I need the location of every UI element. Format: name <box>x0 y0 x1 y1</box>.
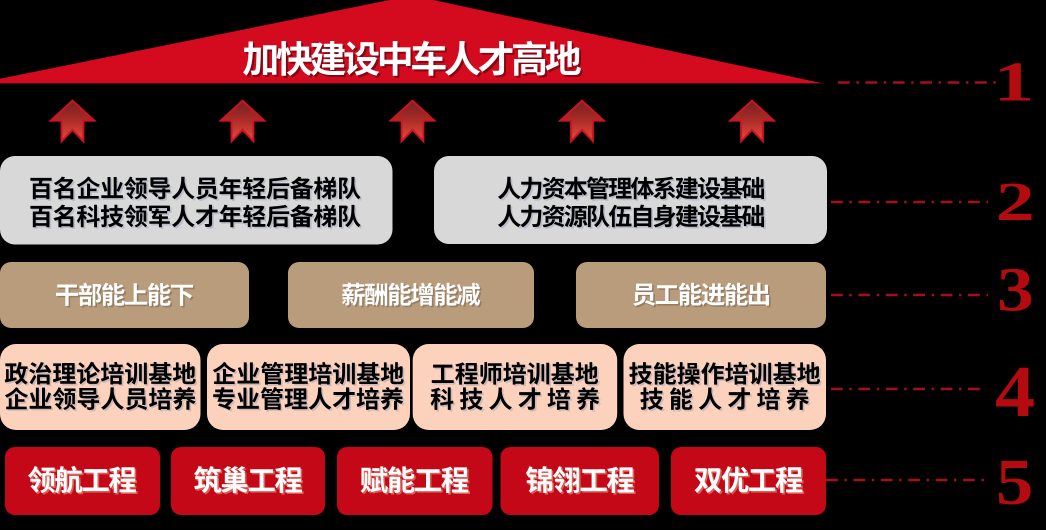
svg-text:1: 1 <box>994 51 1035 113</box>
svg-text:2: 2 <box>996 171 1035 232</box>
svg-text:3: 3 <box>997 255 1034 324</box>
svg-text:4: 4 <box>995 352 1035 433</box>
svg-text:5: 5 <box>996 446 1033 519</box>
